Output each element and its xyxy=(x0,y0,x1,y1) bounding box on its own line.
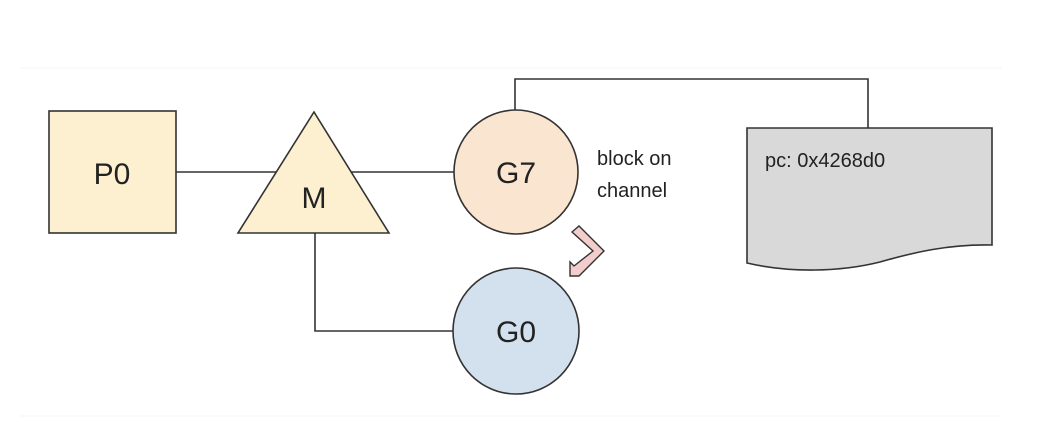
doc-shape xyxy=(746,127,993,271)
doc-label: pc: 0x4268d0 xyxy=(765,150,885,172)
g0-label: G0 xyxy=(496,316,536,349)
node-doc[interactable]: pc: 0x4268d0 xyxy=(746,127,993,271)
p0-label: P0 xyxy=(94,158,131,191)
annotation-line-1: block on xyxy=(597,148,672,170)
node-p0[interactable]: P0 xyxy=(48,110,177,234)
node-m[interactable]: M xyxy=(236,110,391,234)
annotation-line-2: channel xyxy=(597,180,667,202)
g0-circle xyxy=(452,267,580,395)
node-g7[interactable]: G7 xyxy=(453,109,579,235)
g7-circle xyxy=(453,109,579,235)
m-triangle xyxy=(236,110,391,234)
p0-box xyxy=(48,110,177,234)
edge-m-g0 xyxy=(314,232,455,332)
chevron-down-left-arrow-icon xyxy=(569,225,605,277)
m-label: M xyxy=(302,182,327,215)
g7-label: G7 xyxy=(496,157,536,190)
block-annotation: block on channel xyxy=(597,148,672,202)
node-g0[interactable]: G0 xyxy=(452,267,580,395)
edge-g7-doc xyxy=(514,78,869,128)
